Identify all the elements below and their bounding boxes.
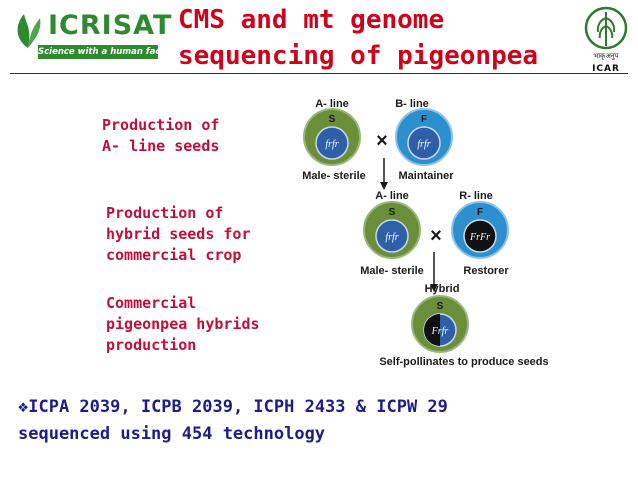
title-line: CMS and mt genome bbox=[178, 5, 445, 35]
hybrid-nucleus-half bbox=[424, 314, 440, 346]
r-line-nucleus bbox=[463, 219, 497, 253]
r-line-heading: R- line bbox=[459, 190, 493, 202]
a-line-nucleus bbox=[375, 219, 409, 253]
note-text: ICPA 2039, ICPB 2039, ICPH 2433 & ICPW 2… bbox=[28, 397, 448, 417]
leaf-emblem-icon bbox=[17, 14, 41, 48]
header-divider bbox=[10, 73, 628, 74]
hybrid-heading: Hybrid bbox=[425, 283, 460, 295]
a-line-heading: A- line bbox=[375, 190, 409, 202]
r-line-cytoplasm-label: F bbox=[477, 207, 483, 218]
cross-symbol: × bbox=[376, 130, 388, 152]
arrow-down-icon bbox=[430, 284, 438, 292]
cms-breeding-diagram: A- line B- line S frfr × F frfr Male- st… bbox=[302, 98, 548, 368]
icrisat-logo: ICRISAT Science with a human face bbox=[10, 8, 171, 64]
step-line: pigeonpea hybrids bbox=[106, 315, 260, 333]
b-line-genotype: frfr bbox=[417, 139, 430, 150]
note-line: sequenced using 454 technology bbox=[18, 424, 326, 444]
step-label-a-line-seeds: Production of A- line seeds bbox=[102, 115, 219, 157]
a-line-genotype: frfr bbox=[325, 139, 338, 150]
step-line: Production of bbox=[106, 204, 224, 222]
a-line-nucleus bbox=[315, 126, 349, 160]
step-line: Commercial bbox=[106, 294, 197, 312]
self-pollinate-caption: Self-pollinates to produce seeds bbox=[379, 356, 548, 368]
male-sterile-caption: Male- sterile bbox=[302, 170, 366, 182]
a-line-cytoplasm-label: S bbox=[389, 207, 396, 218]
a-line-heading: A- line bbox=[315, 98, 349, 110]
step-line: Production of bbox=[102, 116, 220, 134]
hybrid-cytoplasm-label: S bbox=[437, 301, 444, 312]
title-line: sequencing of pigeonpea bbox=[178, 41, 539, 71]
r-line-genotype: FrFr bbox=[469, 232, 490, 243]
sequenced-lines-note: ❖ICPA 2039, ICPB 2039, ICPH 2433 & ICPW … bbox=[18, 394, 628, 448]
a-line-genotype: frfr bbox=[385, 232, 398, 243]
wheat-emblem-icon: भाकृअनुप bbox=[584, 6, 628, 60]
hybrid-genotype: Frfr bbox=[431, 326, 449, 337]
b-line-nucleus bbox=[407, 126, 441, 160]
logo-tagline: Science with a human face bbox=[38, 45, 167, 59]
note-line: ❖ICPA 2039, ICPB 2039, ICPH 2433 & ICPW … bbox=[18, 394, 628, 421]
icar-logo: भाकृअनुप ICAR bbox=[578, 4, 634, 76]
cross-symbol: × bbox=[430, 225, 442, 247]
step-line: hybrid seeds for bbox=[106, 225, 251, 243]
step-line: commercial crop bbox=[106, 246, 242, 264]
svg-text:भाकृअनुप: भाकृअनुप bbox=[593, 52, 619, 60]
restorer-caption: Restorer bbox=[463, 265, 509, 277]
icar-label: ICAR bbox=[592, 64, 620, 74]
arrow-down-icon bbox=[380, 182, 388, 190]
b-line-heading: B- line bbox=[395, 98, 429, 110]
b-line-cytoplasm-label: F bbox=[421, 114, 427, 125]
logo-wordmark: ICRISAT bbox=[48, 10, 173, 41]
step-label-commercial-hybrids: Commercial pigeonpea hybrids production bbox=[106, 293, 260, 356]
slide-title: CMS and mt genome sequencing of pigeonpe… bbox=[178, 2, 598, 74]
diamond-bullet-icon: ❖ bbox=[18, 397, 29, 417]
step-line: A- line seeds bbox=[102, 137, 220, 155]
maintainer-caption: Maintainer bbox=[398, 170, 454, 182]
step-line: production bbox=[106, 336, 197, 354]
step-label-hybrid-seeds: Production of hybrid seeds for commercia… bbox=[106, 203, 251, 266]
a-line-cytoplasm-label: S bbox=[329, 114, 336, 125]
male-sterile-caption: Male- sterile bbox=[360, 265, 424, 277]
